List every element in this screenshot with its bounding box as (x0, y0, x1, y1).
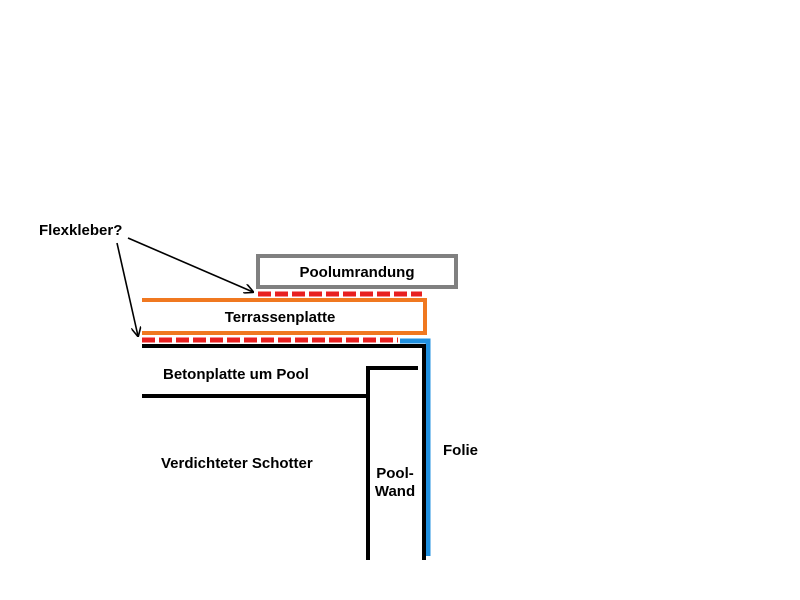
betonplatte-top-edge (142, 344, 426, 560)
flexkleber-label: Flexkleber? (39, 222, 122, 239)
folie-liner (400, 338, 431, 556)
arrow-to-lower-flexkleber (116, 242, 138, 336)
schotter-label: Verdichteter Schotter (161, 455, 313, 472)
terrassenplatte-label: Terrassenplatte (225, 309, 336, 326)
poolumrandung-box (256, 254, 458, 289)
folie-label: Folie (443, 442, 478, 459)
poolwand-label-line1: Pool- (376, 465, 414, 482)
betonplatte-label: Betonplatte um Pool (163, 366, 309, 383)
poolwand-inner (366, 366, 418, 560)
poolumrandung-label: Poolumrandung (300, 264, 415, 281)
terrassenplatte-box (142, 298, 427, 335)
arrow-to-upper-flexkleber (127, 237, 253, 292)
poolwand-label-line2: Wand (375, 483, 415, 500)
